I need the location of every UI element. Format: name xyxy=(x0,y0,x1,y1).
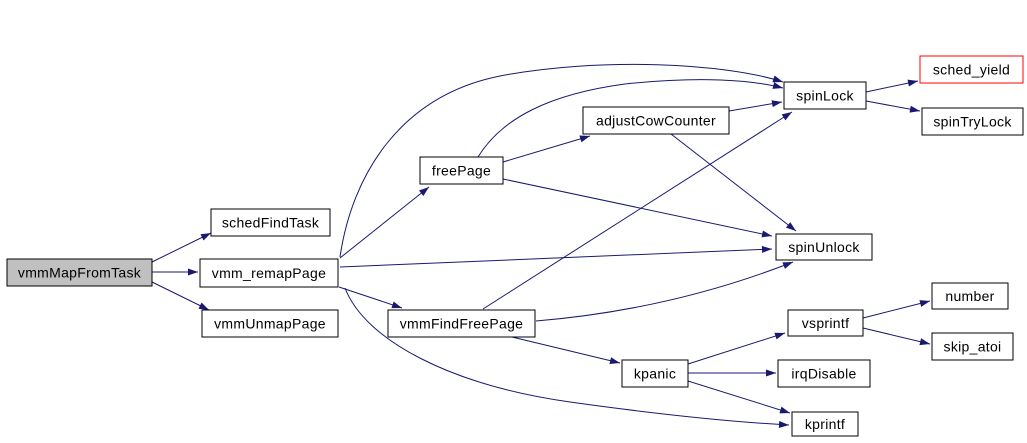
node-irqDisable-box xyxy=(777,359,871,388)
edge-spinLock-to-spinTryLock xyxy=(865,100,921,113)
node-skip_atoi[interactable]: skip_atoi xyxy=(931,332,1014,361)
node-sched_yield-label: sched_yield xyxy=(933,62,1010,78)
node-spinUnlock[interactable]: spinUnlock xyxy=(775,233,873,261)
edges xyxy=(151,63,931,428)
node-skip_atoi-box xyxy=(931,332,1014,361)
node-irqDisable-label: irqDisable xyxy=(791,366,856,382)
node-number-box xyxy=(931,282,1009,310)
edge-vmmMapFromTask-to-vmmUnmapPage xyxy=(151,281,210,311)
node-sched_yield-box xyxy=(919,55,1024,84)
node-spinTryLock-box xyxy=(921,107,1024,136)
edge-vmm_remapPage-to-freePage xyxy=(339,186,430,259)
node-vmm_remapPage-box xyxy=(199,258,339,288)
node-vmmFindFreePage-label: vmmFindFreePage xyxy=(400,316,524,332)
node-freePage[interactable]: freePage xyxy=(419,156,504,185)
edge-vsprintf-to-skip_atoi xyxy=(862,327,931,346)
edge-freePage-to-spinLock xyxy=(477,79,784,158)
node-vmmMapFromTask[interactable]: vmmMapFromTask xyxy=(6,258,153,287)
edge-freePage-to-adjustCowCounter xyxy=(502,135,591,163)
node-spinTryLock[interactable]: spinTryLock xyxy=(921,107,1024,136)
node-schedFindTask-box xyxy=(210,208,331,237)
node-schedFindTask[interactable]: schedFindTask xyxy=(210,208,331,237)
edge-freePage-to-spinUnlock xyxy=(502,178,773,238)
node-vsprintf-box xyxy=(787,309,864,337)
node-kprintf-box xyxy=(791,411,859,437)
edge-vmmMapFromTask-to-schedFindTask xyxy=(151,232,212,263)
node-spinLock-label: spinLock xyxy=(796,88,854,104)
node-kpanic-label: kpanic xyxy=(634,366,676,382)
node-vmmFindFreePage[interactable]: vmmFindFreePage xyxy=(387,309,536,338)
node-kpanic-box xyxy=(621,359,689,388)
edge-vmm_remapPage-to-vmmFindFreePage xyxy=(338,286,403,309)
node-sched_yield[interactable]: sched_yield xyxy=(919,55,1024,84)
node-vmm_remapPage-label: vmm_remapPage xyxy=(212,265,326,281)
edge-vmm_remapPage-to-spinUnlock xyxy=(339,245,773,268)
node-vmmFindFreePage-box xyxy=(387,309,536,338)
node-spinUnlock-box xyxy=(775,233,873,261)
node-adjustCowCounter[interactable]: adjustCowCounter xyxy=(582,106,730,135)
edge-adjustCowCounter-to-spinUnlock xyxy=(670,133,797,232)
node-vmmMapFromTask-box xyxy=(6,258,153,287)
edge-vmmFindFreePage-to-kpanic xyxy=(511,336,621,365)
node-number[interactable]: number xyxy=(931,282,1009,310)
node-number-label: number xyxy=(945,288,994,304)
edge-vsprintf-to-number xyxy=(862,300,931,319)
edge-kpanic-to-vsprintf xyxy=(687,332,786,365)
edge-adjustCowCounter-to-spinLock xyxy=(728,100,783,112)
node-vmmMapFromTask-label: vmmMapFromTask xyxy=(18,265,142,281)
edge-vmm_remapPage-to-spinLock xyxy=(339,63,784,258)
node-schedFindTask-label: schedFindTask xyxy=(222,215,320,231)
node-vmm_remapPage[interactable]: vmm_remapPage xyxy=(199,258,339,288)
node-vmmUnmapPage[interactable]: vmmUnmapPage xyxy=(201,309,339,338)
edge-vmmFindFreePage-to-spinLock xyxy=(482,111,793,310)
node-spinUnlock-label: spinUnlock xyxy=(788,239,860,255)
node-freePage-box xyxy=(419,156,504,185)
node-adjustCowCounter-label: adjustCowCounter xyxy=(596,113,716,129)
node-vsprintf[interactable]: vsprintf xyxy=(787,309,864,337)
node-spinLock-box xyxy=(783,81,867,110)
node-kpanic[interactable]: kpanic xyxy=(621,359,689,388)
edge-kpanic-to-kprintf xyxy=(687,380,791,414)
node-skip_atoi-label: skip_atoi xyxy=(944,339,1002,355)
node-irqDisable[interactable]: irqDisable xyxy=(777,359,871,388)
edge-vmm_remapPage-to-kprintf xyxy=(344,287,790,428)
node-vsprintf-label: vsprintf xyxy=(802,315,850,331)
node-vmmUnmapPage-box xyxy=(201,309,339,338)
node-vmmUnmapPage-label: vmmUnmapPage xyxy=(214,316,326,332)
node-spinTryLock-label: spinTryLock xyxy=(933,114,1012,130)
edge-spinLock-to-sched_yield xyxy=(865,79,919,93)
node-freePage-label: freePage xyxy=(432,163,491,179)
edge-vmmFindFreePage-to-spinUnlock xyxy=(535,261,794,322)
node-spinLock[interactable]: spinLock xyxy=(783,81,867,110)
node-kprintf[interactable]: kprintf xyxy=(791,411,859,437)
node-adjustCowCounter-box xyxy=(582,106,730,135)
node-kprintf-label: kprintf xyxy=(805,416,845,432)
